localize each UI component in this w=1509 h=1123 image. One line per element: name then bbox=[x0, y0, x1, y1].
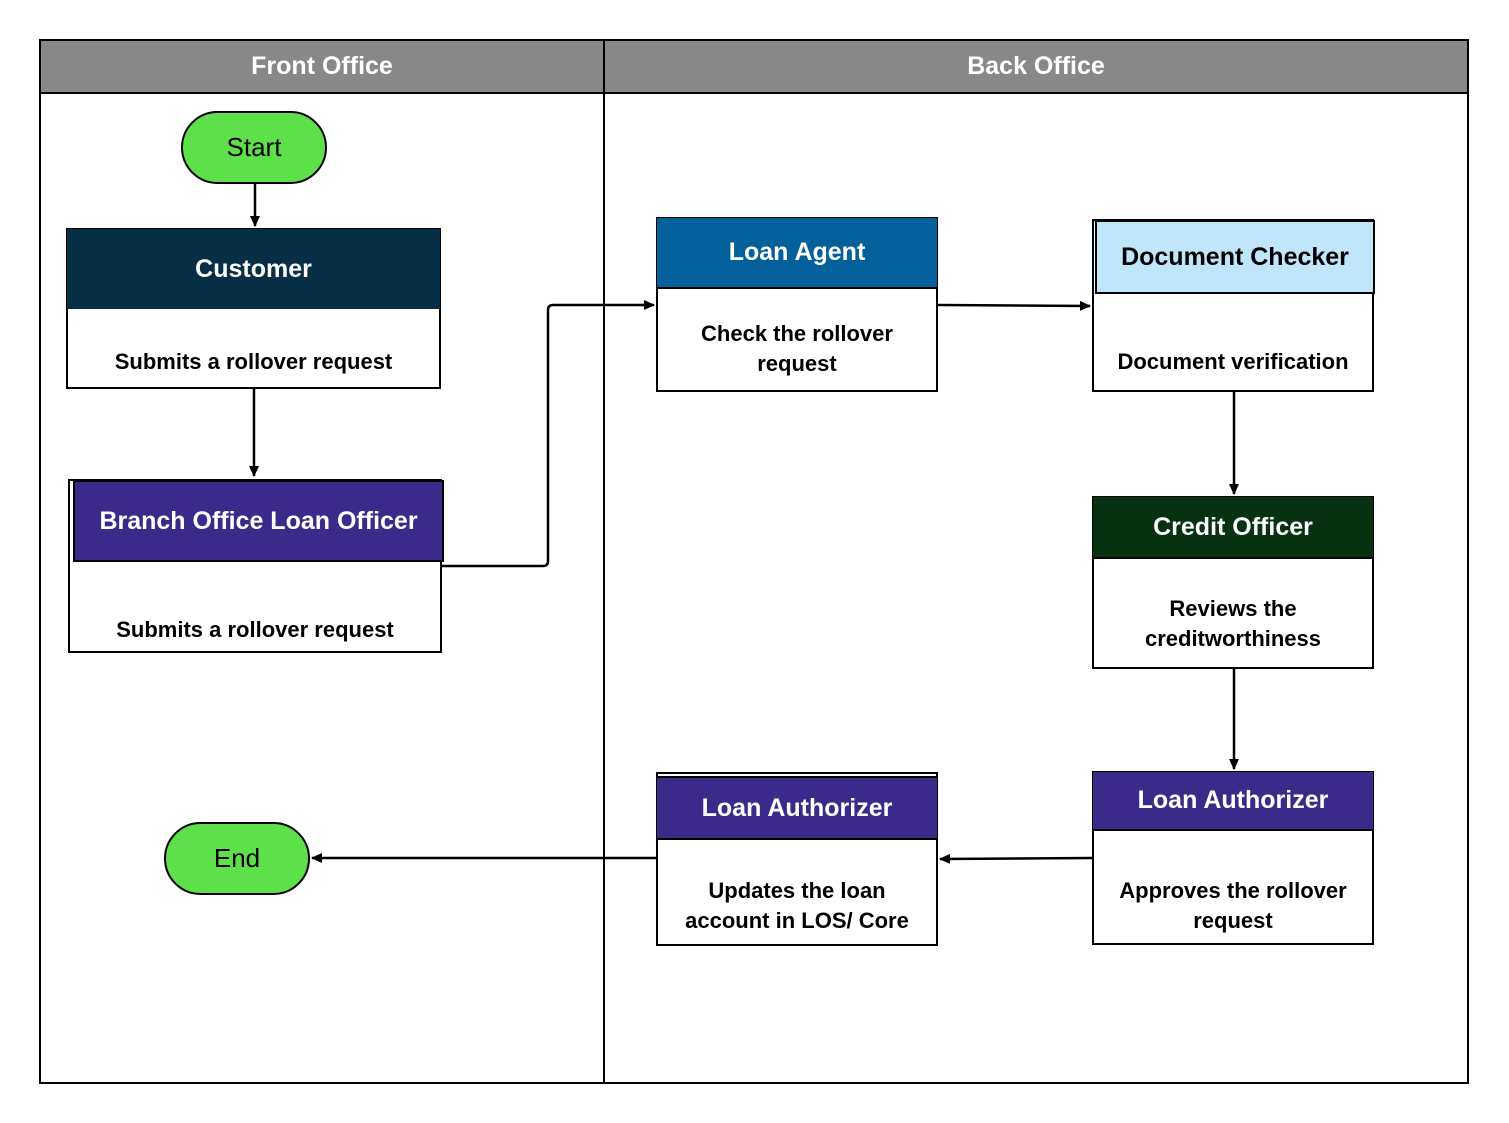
step-customer: Customer Submits a rollover request bbox=[66, 228, 441, 389]
step-customer-action: Submits a rollover request bbox=[114, 349, 393, 375]
step-branch-officer-body: Submits a rollover request bbox=[70, 558, 440, 651]
step-branch-officer-action: Submits a rollover request bbox=[116, 616, 394, 642]
step-document-checker-action: Document verification bbox=[1117, 348, 1349, 374]
swimlane-frame bbox=[39, 39, 1469, 1084]
step-customer-header: Customer bbox=[67, 229, 440, 309]
step-credit-officer-header: Credit Officer bbox=[1093, 497, 1373, 559]
step-credit-officer-role: Credit Officer bbox=[1153, 512, 1313, 541]
step-document-checker-role: Document Checker bbox=[1121, 242, 1349, 271]
step-document-checker-body: Document verification bbox=[1094, 291, 1372, 390]
step-loan-authorizer-update-role: Loan Authorizer bbox=[701, 793, 893, 822]
step-loan-agent: Loan Agent Check the rollover request bbox=[656, 217, 938, 392]
step-loan-authorizer-approve: Loan Authorizer Approves the rollover re… bbox=[1092, 771, 1374, 945]
connector-authorizer-to-authorizer bbox=[939, 853, 1093, 864]
lane-header-back-office: Back Office bbox=[605, 41, 1467, 94]
step-document-checker-header: Document Checker bbox=[1095, 220, 1375, 294]
step-customer-body: Submits a rollover request bbox=[68, 309, 439, 387]
step-credit-officer: Credit Officer Reviews the creditworthin… bbox=[1092, 496, 1374, 669]
step-loan-authorizer-update-body: Updates the loan account in LOS/ Core bbox=[658, 836, 936, 944]
step-branch-officer: Branch Office Loan Officer Submits a rol… bbox=[68, 479, 444, 653]
step-customer-role: Customer bbox=[195, 254, 312, 283]
end-label: End bbox=[213, 843, 261, 873]
step-branch-officer-header: Branch Office Loan Officer bbox=[73, 480, 444, 562]
step-loan-authorizer-approve-header: Loan Authorizer bbox=[1093, 772, 1373, 831]
step-loan-agent-role: Loan Agent bbox=[728, 238, 866, 266]
connector-branch-to-loan-agent bbox=[442, 300, 655, 568]
step-loan-authorizer-approve-body: Approves the rollover request bbox=[1094, 830, 1372, 943]
step-loan-authorizer-approve-role: Loan Authorizer bbox=[1137, 786, 1329, 814]
step-document-checker: Document Checker Document verification bbox=[1092, 219, 1375, 392]
lane-title-back-office: Back Office bbox=[967, 52, 1105, 80]
lane-header-front-office: Front Office bbox=[41, 41, 603, 94]
step-credit-officer-action: Reviews the creditworthiness bbox=[1144, 595, 1322, 651]
step-loan-authorizer-update-header: Loan Authorizer bbox=[657, 776, 937, 840]
lane-divider bbox=[603, 41, 605, 1082]
step-credit-officer-body: Reviews the creditworthiness bbox=[1094, 558, 1372, 667]
start-label: Start bbox=[226, 132, 282, 162]
start-terminal: Start bbox=[181, 111, 327, 184]
step-branch-officer-role: Branch Office Loan Officer bbox=[99, 506, 418, 535]
end-terminal: End bbox=[164, 822, 310, 895]
step-loan-agent-action: Check the rollover request bbox=[701, 321, 893, 376]
step-loan-authorizer-approve-action: Approves the rollover request bbox=[1119, 877, 1347, 933]
lane-title-front-office: Front Office bbox=[251, 52, 393, 80]
step-loan-agent-header: Loan Agent bbox=[657, 218, 937, 289]
step-loan-authorizer-update-action: Updates the loan account in LOS/ Core bbox=[685, 878, 909, 933]
connector-loan-agent-to-document-checker bbox=[937, 300, 1091, 311]
step-loan-agent-body: Check the rollover request bbox=[658, 288, 936, 390]
step-loan-authorizer-update: Loan Authorizer Updates the loan account… bbox=[656, 772, 938, 946]
